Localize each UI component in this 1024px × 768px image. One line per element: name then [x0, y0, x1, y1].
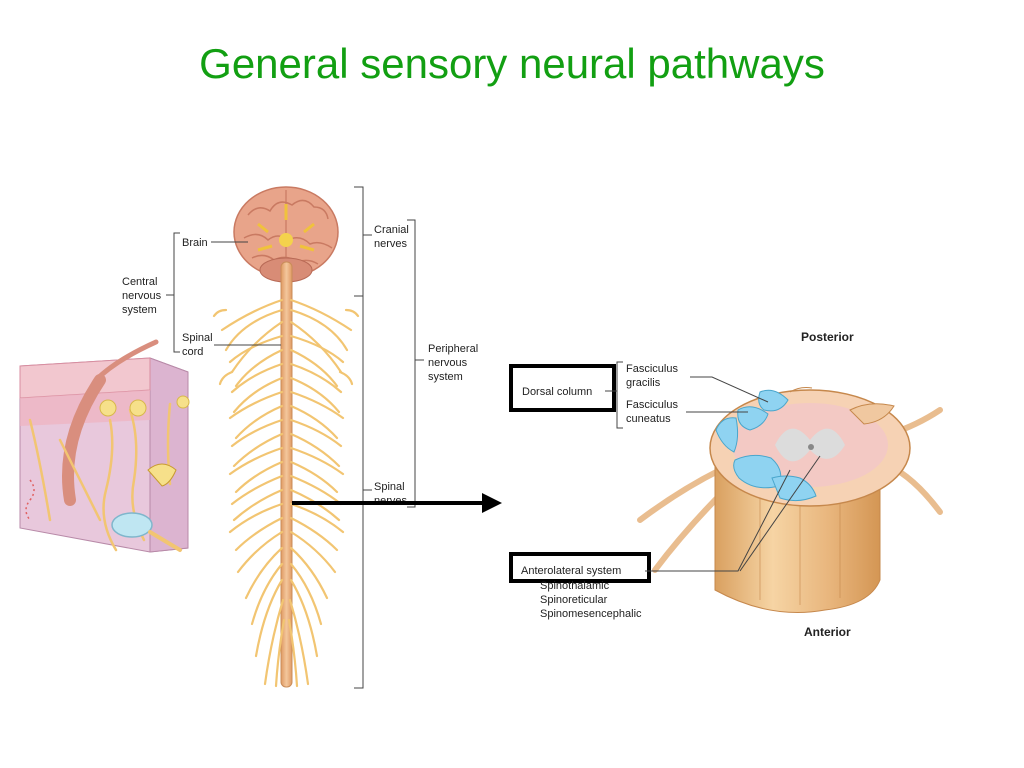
pathway-arrow [292, 493, 502, 513]
anterolateral-system-label: Anterolateral system [521, 565, 621, 577]
anterolateral-system-box [509, 552, 651, 583]
fasciculus-cuneatus-label: Fasciculus cuneatus [626, 399, 681, 425]
pns-brackets [354, 186, 424, 689]
anterolateral-tracts-list: Spinothalamic Spinoreticular Spinomesenc… [540, 580, 642, 620]
anterolateral-leaders [645, 455, 821, 572]
spinal-nerves-illustration [212, 298, 360, 688]
anterior-label: Anterior [804, 625, 851, 639]
cns-bracket [166, 232, 281, 353]
spinal-cord-label: Spinal cord [182, 332, 216, 358]
pns-label: Peripheral nervous system [428, 343, 481, 383]
fasciculus-gracilis-label: Fasciculus gracilis [626, 363, 681, 389]
cns-label: Central nervous system [122, 276, 164, 316]
dorsal-column-label: Dorsal column [522, 386, 592, 398]
dorsal-column-box [509, 364, 616, 412]
spinal-cord-cross-section [637, 387, 943, 613]
cranial-nerves-label: Cranial nerves [374, 224, 412, 250]
spinal-cord-illustration [280, 261, 293, 688]
brain-label: Brain [182, 237, 208, 249]
skin-section-illustration [19, 339, 190, 553]
nervous-system-figure [212, 186, 360, 688]
posterior-label: Posterior [801, 330, 854, 344]
page-title: General sensory neural pathways [199, 40, 825, 87]
dorsal-column-leaders [605, 361, 769, 429]
